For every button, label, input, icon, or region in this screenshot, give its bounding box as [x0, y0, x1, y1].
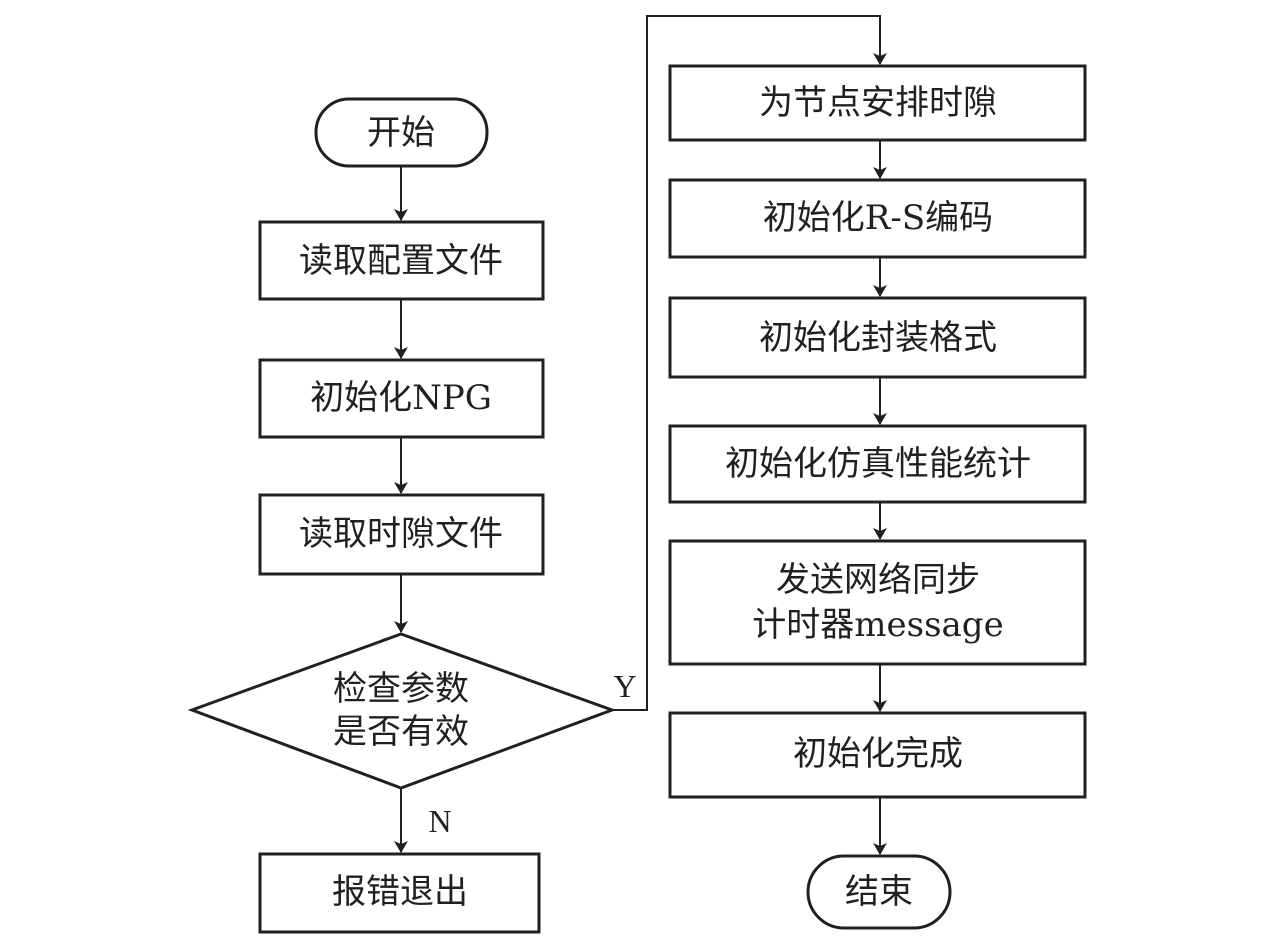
send-sync-line2: 计时器message: [752, 605, 1003, 645]
check-params-line2: 是否有效: [333, 712, 469, 752]
yes-branch-label: Y: [613, 668, 636, 704]
start-node: 开始: [314, 97, 489, 168]
assign-slots-node: 为节点安排时隙: [668, 64, 1087, 142]
no-branch-label: N: [428, 803, 451, 839]
send-sync-line1: 发送网络同步: [776, 560, 980, 600]
read-config-node: 读取配置文件: [258, 220, 545, 301]
init-packet-label: 初始化封装格式: [759, 318, 997, 358]
assign-slots-label: 为节点安排时隙: [759, 83, 997, 123]
init-rs-node: 初始化R-S编码: [668, 178, 1087, 259]
read-config-label: 读取配置文件: [299, 241, 503, 281]
read-slot-label: 读取时隙文件: [299, 514, 503, 554]
read-slot-node: 读取时隙文件: [258, 493, 545, 576]
arrow-check-yes-to-assign-slots: [612, 15, 887, 711]
init-packet-node: 初始化封装格式: [668, 296, 1087, 379]
send-sync-node: 发送网络同步 计时器message: [668, 539, 1087, 666]
init-npg-label: 初始化NPG: [310, 378, 492, 418]
init-npg-node: 初始化NPG: [258, 358, 545, 439]
init-stats-node: 初始化仿真性能统计: [668, 424, 1087, 504]
end-label: 结束: [845, 872, 913, 912]
error-exit-node: 报错退出: [258, 852, 541, 934]
init-stats-label: 初始化仿真性能统计: [725, 444, 1031, 484]
check-params-line1: 检查参数: [333, 669, 469, 709]
start-label: 开始: [367, 113, 435, 153]
end-node: 结束: [806, 854, 952, 930]
init-done-node: 初始化完成: [668, 711, 1087, 799]
init-rs-label: 初始化R-S编码: [763, 198, 993, 238]
error-exit-label: 报错退出: [332, 872, 468, 912]
init-done-label: 初始化完成: [793, 734, 963, 774]
check-params-decision: 检查参数 是否有效: [187, 632, 617, 790]
